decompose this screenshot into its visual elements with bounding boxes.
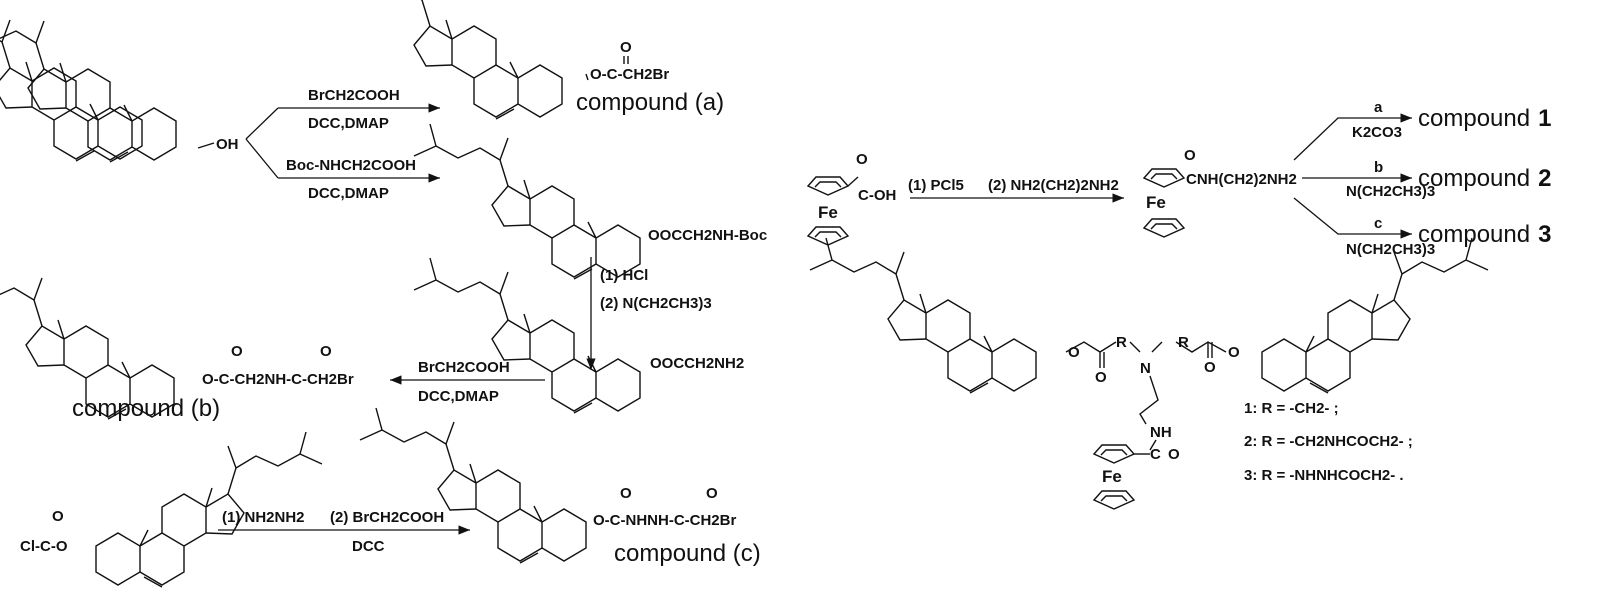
compound-c-label: compound (c) bbox=[614, 540, 761, 567]
general-o-left: O bbox=[1068, 344, 1080, 361]
reagent-c-3: DCC bbox=[352, 538, 385, 555]
compound-c-structure bbox=[359, 407, 587, 564]
general-linker bbox=[1065, 341, 1227, 368]
amine-product-label: OOCCH2NH2 bbox=[650, 355, 744, 372]
route-b-label: b bbox=[1374, 159, 1383, 176]
start-sterol-drawn bbox=[0, 6, 215, 163]
carbonyl-o-b1: O bbox=[231, 343, 243, 360]
carbonyl-o-c1: O bbox=[620, 485, 632, 502]
reagent-b-2: DCC,DMAP bbox=[418, 388, 499, 405]
chloroformate: Cl-C-O bbox=[20, 538, 68, 555]
step-hcl: (1) HCl bbox=[600, 267, 648, 284]
oh-bond bbox=[197, 142, 215, 149]
route-c-reagent: N(CH2CH3)3 bbox=[1346, 241, 1435, 258]
general-ferrocene bbox=[1093, 444, 1150, 510]
step-base: (2) N(CH2CH3)3 bbox=[600, 295, 712, 312]
general-chain bbox=[1139, 375, 1159, 451]
reagent-a-1: BrCH2COOH bbox=[308, 87, 400, 104]
branch-down bbox=[245, 138, 279, 179]
compound-a-structure bbox=[335, 0, 589, 120]
product-1: compound 1 bbox=[1418, 105, 1551, 132]
general-co-right: O bbox=[1204, 359, 1216, 376]
carbonyl-o-a: O bbox=[620, 39, 632, 56]
general-left-sterol bbox=[809, 237, 1037, 394]
compound-a-label: compound (a) bbox=[576, 89, 724, 116]
boc-product-label: OOCCH2NH-Boc bbox=[648, 227, 767, 244]
ester-a: O-C-CH2Br bbox=[590, 66, 669, 83]
ester-b: O-C-CH2NH-C-CH2Br bbox=[202, 371, 354, 388]
acid-group: C-OH bbox=[858, 187, 896, 204]
route-a-label: a bbox=[1374, 99, 1383, 116]
product-2-num: 2 bbox=[1538, 165, 1551, 192]
amide-o: O bbox=[1184, 147, 1196, 164]
start-sterol bbox=[0, 5, 143, 162]
legend-2: 2: R = -CH2NHCOCH2- ; bbox=[1244, 433, 1413, 450]
general-nh: NH bbox=[1150, 424, 1172, 441]
route-c-arrow bbox=[1293, 197, 1412, 239]
route-a-arrow bbox=[1293, 113, 1412, 161]
reagent-boc-1: Boc-NHCH2COOH bbox=[286, 157, 416, 174]
product-1-num: 1 bbox=[1538, 105, 1551, 132]
amide-group: CNH(CH2)2NH2 bbox=[1186, 171, 1297, 188]
general-right-sterol bbox=[1261, 237, 1489, 394]
product-3-text: compound bbox=[1418, 221, 1530, 248]
route-c-label: c bbox=[1374, 215, 1382, 232]
fe-label-2: Fe bbox=[1146, 193, 1166, 212]
carbonyl-o-cl: O bbox=[52, 508, 64, 525]
fe-label-1: Fe bbox=[818, 203, 838, 222]
ester-c: O-C-NHNH-C-CH2Br bbox=[593, 512, 736, 529]
general-o-right: O bbox=[1228, 344, 1240, 361]
general-fe: Fe bbox=[1102, 467, 1122, 486]
general-co-left: O bbox=[1095, 369, 1107, 386]
reagent-boc-2: DCC,DMAP bbox=[308, 185, 389, 202]
route-b-reagent: N(CH2CH3)3 bbox=[1346, 183, 1435, 200]
legend-3: 3: R = -NHNHCOCH2- . bbox=[1244, 467, 1404, 484]
product-3: compound 3 bbox=[1418, 221, 1551, 248]
product-2: compound 2 bbox=[1418, 165, 1551, 192]
product-3-num: 3 bbox=[1538, 221, 1551, 248]
compound-b-label: compound (b) bbox=[72, 395, 220, 422]
oh-label: OH bbox=[216, 136, 239, 153]
carbonyl-a-bond bbox=[623, 56, 629, 64]
boc-product-structure bbox=[413, 123, 641, 280]
amide-step-2: (2) NH2(CH2)2NH2 bbox=[988, 177, 1119, 194]
product-1-text: compound bbox=[1418, 105, 1530, 132]
carbonyl-o-b2: O bbox=[320, 343, 332, 360]
reagent-c-2: (2) BrCH2COOH bbox=[330, 509, 444, 526]
acid-o: O bbox=[856, 151, 868, 168]
general-amide-o: O bbox=[1168, 446, 1180, 463]
reagent-a-2: DCC,DMAP bbox=[308, 115, 389, 132]
general-r-left: R bbox=[1116, 334, 1127, 351]
branch-up bbox=[245, 107, 279, 140]
reagent-c-1: (1) NH2NH2 bbox=[222, 509, 305, 526]
amide-step-1: (1) PCl5 bbox=[908, 177, 964, 194]
carbonyl-o-c2: O bbox=[706, 485, 718, 502]
general-n: N bbox=[1140, 360, 1151, 377]
legend-1: 1: R = -CH2- ; bbox=[1244, 400, 1339, 417]
reagent-b-1: BrCH2COOH bbox=[418, 359, 510, 376]
route-a-reagent: K2CO3 bbox=[1352, 124, 1402, 141]
product-2-text: compound bbox=[1418, 165, 1530, 192]
general-amide-c: C bbox=[1150, 446, 1161, 463]
general-r-right: R bbox=[1178, 334, 1189, 351]
ferrocene-acid bbox=[807, 176, 859, 246]
